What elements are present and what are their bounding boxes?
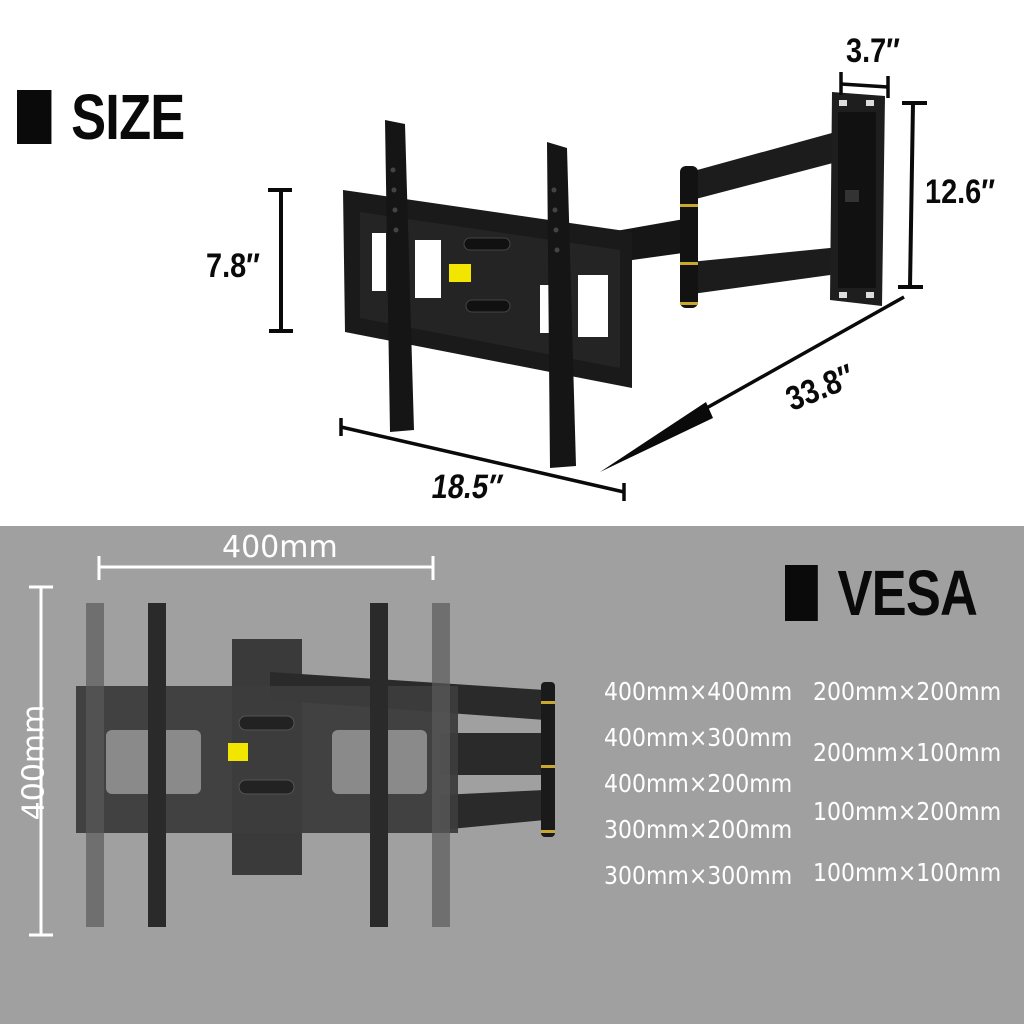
vesa-pattern: 300mm×300mm [604,861,793,890]
size-heading-text: SIZE [71,81,185,153]
wall-plate-height-label: 12.6″ [925,173,996,211]
extension-dimension-arrow [600,295,905,472]
vesa-pattern: 100mm×100mm [813,858,1002,887]
vesa-pattern: 400mm×400mm [604,677,793,706]
heading-square-icon [17,90,52,144]
vesa-pattern: 400mm×300mm [604,723,793,752]
wall-plate [830,92,885,306]
width-dimension-line [339,418,626,501]
heading-square-icon [785,565,818,621]
articulating-arm [610,128,852,308]
wall-plate-width-label: 3.7″ [846,32,901,70]
vesa-pattern: 200mm×100mm [813,738,1002,767]
vesa-heading: VESA [785,556,978,630]
vesa-pattern: 100mm×200mm [813,797,1002,826]
tv-mount-perspective-illustration [268,72,927,501]
vesa-width-label: 400mm [222,530,338,565]
plate-height-label: 7.8″ [206,247,261,285]
vesa-pattern: 400mm×200mm [604,769,793,798]
vesa-pattern: 200mm×200mm [813,677,1002,706]
wall-plate-height-line [898,101,927,289]
vertical-rails [385,120,576,468]
vesa-pattern: 300mm×200mm [604,815,793,844]
vesa-heading-text: VESA [837,557,978,629]
brand-logo-icon [449,264,471,282]
vesa-height-label: 400mm [16,704,52,821]
size-heading: SIZE [17,80,185,154]
tv-bracket-plate [343,190,632,388]
wall-plate-width-line [839,72,890,98]
height-dimension-line [268,188,293,333]
plate-width-label: 18.5″ [429,468,506,506]
